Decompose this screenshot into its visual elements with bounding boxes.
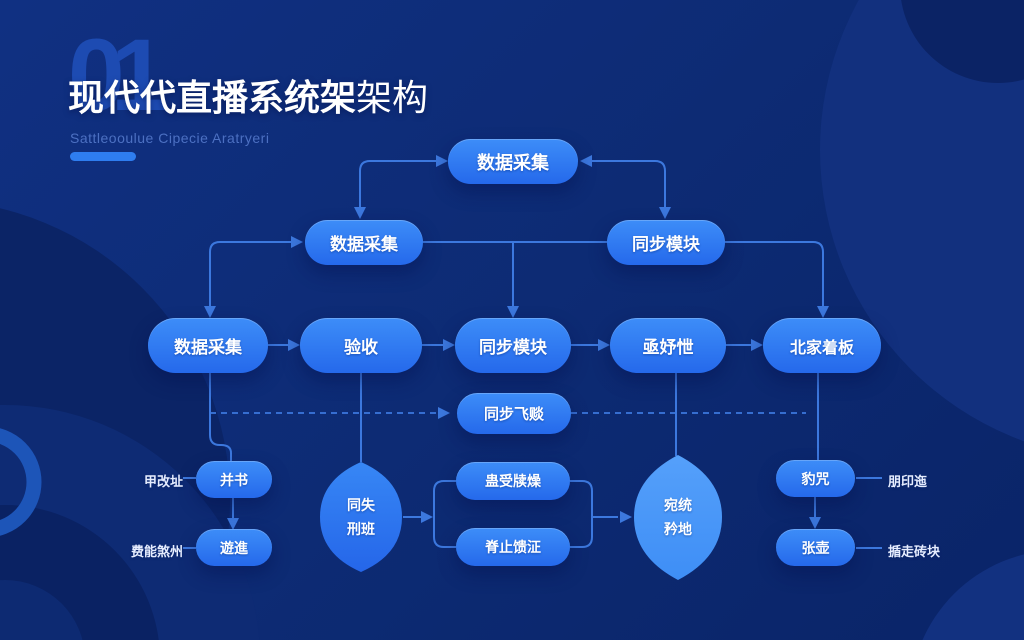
arrowhead-pill-left <box>227 518 239 530</box>
arrowhead-down-row2-right <box>659 207 671 219</box>
lens-node-left <box>320 462 402 572</box>
node-left-pill-2: 遊進 <box>196 529 272 566</box>
arrowhead-down-mid1 <box>204 306 216 318</box>
node-mid-3: 同步模块 <box>455 318 571 373</box>
arrowhead-mid-3-4 <box>598 339 610 351</box>
lens-node-right <box>634 455 722 580</box>
arrowhead-down-mid3 <box>507 306 519 318</box>
node-top: 数据采集 <box>448 139 578 184</box>
lens-right-line2: 矜地 <box>664 521 692 537</box>
deco-circle-top-right-dark <box>901 0 1024 83</box>
connector-top-right <box>588 160 666 207</box>
node-mid-2: 验收 <box>300 318 422 373</box>
arrowhead-into-right-lens <box>620 511 632 523</box>
deco-ring-bottom-left-inner <box>0 580 83 640</box>
section-number: 01 <box>68 18 168 132</box>
node-row2-right: 同步模块 <box>607 220 725 265</box>
deco-circle-bottom-right <box>922 554 1024 640</box>
arrowhead-into-bracket <box>421 511 433 523</box>
accent-bar <box>70 152 136 161</box>
connector-top-left <box>359 160 436 207</box>
deco-circle-top-right-large <box>820 0 1024 442</box>
node-left-pill-1: 并书 <box>196 461 272 498</box>
arrowhead-down-row2-left <box>354 207 366 219</box>
lens-right-text: 宛统 矜地 <box>634 486 722 548</box>
page-title: 现代代直播系统架架构 <box>68 78 428 118</box>
lens-left-text: 同失 刑班 <box>321 486 401 548</box>
node-row2-left: 数据采集 <box>305 220 423 265</box>
deco-crescent-left <box>0 428 42 536</box>
lens-right-line1: 宛统 <box>664 497 692 513</box>
page-title-light: 架构 <box>356 77 429 118</box>
node-center-pill-top: 蛊受牍燥 <box>456 462 570 500</box>
arrowhead-pill-right <box>809 517 821 529</box>
node-center-pill-bottom: 脊止馈泟 <box>456 528 570 566</box>
arrowhead-dashed <box>438 407 450 419</box>
arrowhead-into-top-right <box>580 155 592 167</box>
arrowhead-into-top-left <box>436 155 448 167</box>
arrowhead-mid-4-5 <box>751 339 763 351</box>
label-right-2: 揗走砖块 <box>888 544 941 559</box>
page-title-bold: 现代代直播系统架 <box>68 77 357 118</box>
arrowhead-mid-1-2 <box>288 339 300 351</box>
node-mid-5: 北家着板 <box>763 318 881 373</box>
header: 01 现代代直播系统架架构 Sattleooulue Cipecie Aratr… <box>0 0 520 180</box>
arrowhead-down-mid5 <box>817 306 829 318</box>
connector-mid1-to-pill <box>209 372 232 461</box>
connector-drop-left <box>209 241 296 306</box>
label-left-1: 甲改址 <box>143 474 183 489</box>
arrowhead-mid-2-3 <box>443 339 455 351</box>
arrowhead-into-row2-left <box>291 236 303 248</box>
node-mid-4: 亟妤怈 <box>610 318 726 373</box>
node-mid-1: 数据采集 <box>148 318 268 373</box>
bracket-left <box>433 480 456 548</box>
bracket-right <box>570 480 593 548</box>
label-left-2: 费能煞州 <box>130 544 183 559</box>
lens-left-line1: 同失 <box>347 497 375 513</box>
node-right-pill-2: 张壶 <box>776 529 855 566</box>
page-subtitle: Sattleooulue Cipecie Aratryeri <box>70 130 270 146</box>
lens-left-line2: 刑班 <box>347 521 375 537</box>
node-dashed: 同步飞赕 <box>457 393 571 434</box>
connector-drop-right <box>725 241 824 306</box>
node-right-pill-1: 豹咒 <box>776 460 855 497</box>
label-right-1: 朋印迤 <box>888 474 928 489</box>
